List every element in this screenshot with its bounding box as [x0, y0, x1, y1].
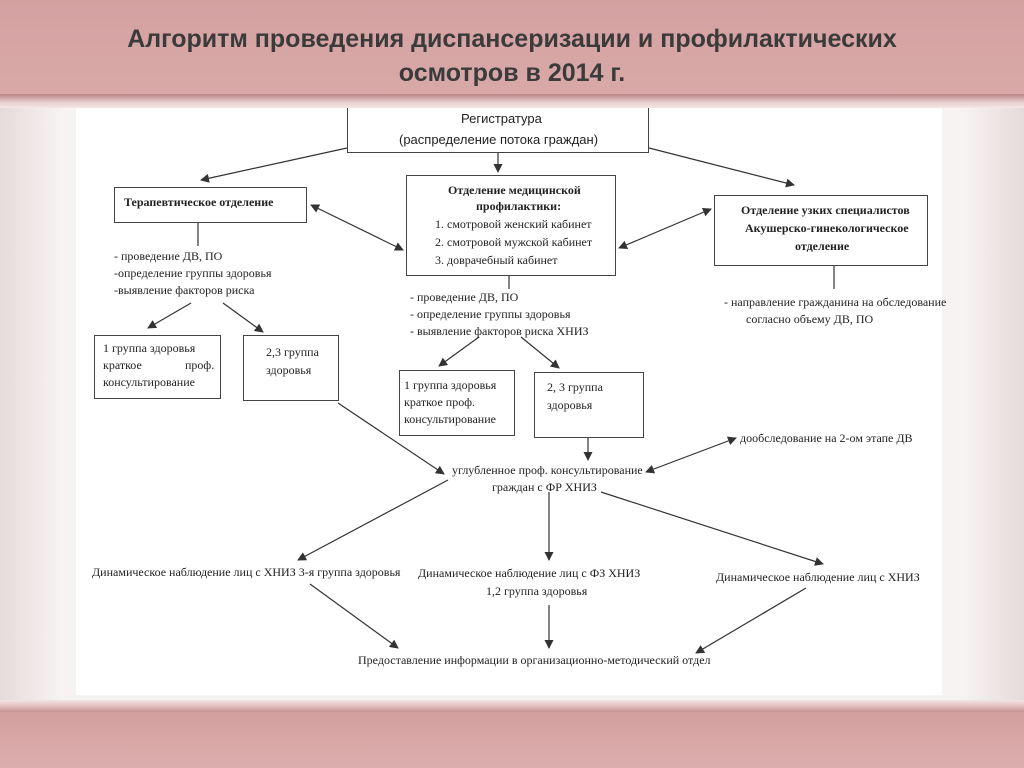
prevention-note: - проведение ДВ, ПО	[410, 290, 519, 304]
prevention-department-box: Отделение медицинской профилактики: 1. с…	[406, 175, 616, 276]
arrow-therapy-group1	[147, 302, 192, 329]
arrow-therapy-prevention	[310, 204, 404, 251]
arrow-registry-therapy	[200, 147, 348, 183]
group1-mid-text: краткое проф.	[404, 395, 475, 409]
prevention-item: 1. смотровой женский кабинет	[435, 217, 592, 231]
group23-left-text: 2,3 группа	[266, 345, 319, 359]
prevention-note: - определение группы здоровья	[410, 307, 571, 321]
slide-title-line1: Алгоритм проведения диспансеризации и пр…	[127, 25, 897, 53]
dynamic-observation-left: Динамическое наблюдение лиц с ХНИЗ 3-я г…	[92, 565, 401, 579]
footer-stripe	[0, 700, 1024, 714]
prevention-item: 2. смотровой мужской кабинет	[435, 235, 593, 249]
group1-left-text: 1 группа здоровья	[103, 341, 196, 355]
arrow-deep-dyn-left	[297, 479, 449, 561]
group1-mid-text: консультирование	[404, 412, 496, 426]
specialists-department-box: Отделение узких специалистов Акушерско-г…	[714, 195, 928, 266]
dynamic-observation-mid: Динамическое наблюдение лиц с ФЗ ХНИЗ	[418, 566, 641, 580]
registry-subtitle: (распределение потока граждан)	[399, 132, 599, 147]
info-transfer-text: Предоставление информации в организацион…	[358, 653, 711, 667]
header-stripe	[0, 94, 1024, 108]
registry-title: Регистратура	[461, 111, 542, 126]
stage2-text: дообследование на 2-ом этапе ДВ	[740, 431, 913, 445]
specialists-note: - направление гражданина на обследование	[724, 295, 947, 309]
specialists-title: отделение	[795, 239, 850, 253]
group1-left-text: краткое	[103, 358, 142, 372]
group1-left-box: 1 группа здоровья краткое проф. консульт…	[94, 335, 221, 399]
group23-mid-text: 2, 3 группа	[547, 380, 603, 394]
slide-title-line2: осмотров в 2014 г.	[398, 59, 626, 87]
prevention-title: профилактики:	[476, 199, 562, 213]
arrow-therapy-group23	[222, 302, 264, 333]
specialists-note: согласно объему ДВ, ПО	[746, 312, 874, 326]
specialists-title: Акушерско-гинекологическое	[745, 221, 909, 235]
group1-left-text: консультирование	[103, 375, 195, 389]
deep-consult-text: углубленное проф. консультирование	[452, 463, 643, 477]
therapy-note: - проведение ДВ, ПО	[114, 249, 223, 263]
deep-consult-text: граждан с ФР ХНИЗ	[492, 480, 597, 494]
therapy-note: -определение группы здоровья	[114, 266, 272, 280]
dynamic-observation-right: Динамическое наблюдение лиц с ХНИЗ	[716, 570, 920, 584]
therapy-note: -выявление факторов риска	[114, 283, 255, 297]
arrow-deep-dyn-right	[600, 491, 824, 566]
header-band	[0, 0, 1024, 96]
group1-mid-box: 1 группа здоровья краткое проф. консульт…	[399, 370, 515, 436]
arrow-prevention-group23	[520, 336, 560, 369]
arrow-dyn-left-info	[309, 583, 399, 649]
slide-title: Алгоритм проведения диспансеризации и пр…	[40, 22, 984, 90]
flowchart: Регистратура (распределение потока гражд…	[76, 108, 946, 695]
group1-left-text: проф.	[185, 358, 215, 372]
prevention-title: Отделение медицинской	[448, 183, 581, 197]
prevention-note: - выявление факторов риска ХНИЗ	[410, 324, 589, 338]
arrow-dyn-right-info	[695, 587, 807, 654]
dynamic-observation-mid: 1,2 группа здоровья	[486, 584, 588, 598]
therapy-title: Терапевтическое отделение	[124, 195, 274, 209]
arrow-group23-deep	[337, 402, 445, 475]
arrow-registry-specialists	[648, 147, 795, 188]
arrow-prevention-group1	[438, 336, 480, 367]
therapy-department-box: Терапевтическое отделение	[114, 187, 307, 223]
arrow-prevention-specialists	[618, 207, 712, 250]
registry-box: Регистратура (распределение потока гражд…	[347, 108, 649, 153]
group23-mid-box: 2, 3 группа здоровья	[534, 372, 644, 438]
arrow-deep-stage2	[645, 436, 737, 474]
group23-left-text: здоровья	[266, 363, 312, 377]
specialists-title: Отделение узких специалистов	[741, 203, 910, 217]
flowchart-arrows	[147, 147, 835, 654]
group23-left-box: 2,3 группа здоровья	[243, 335, 339, 401]
prevention-item: 3. доврачебный кабинет	[435, 253, 558, 267]
group23-mid-text: здоровья	[547, 398, 593, 412]
group1-mid-text: 1 группа здоровья	[404, 378, 497, 392]
footer-band	[0, 712, 1024, 768]
